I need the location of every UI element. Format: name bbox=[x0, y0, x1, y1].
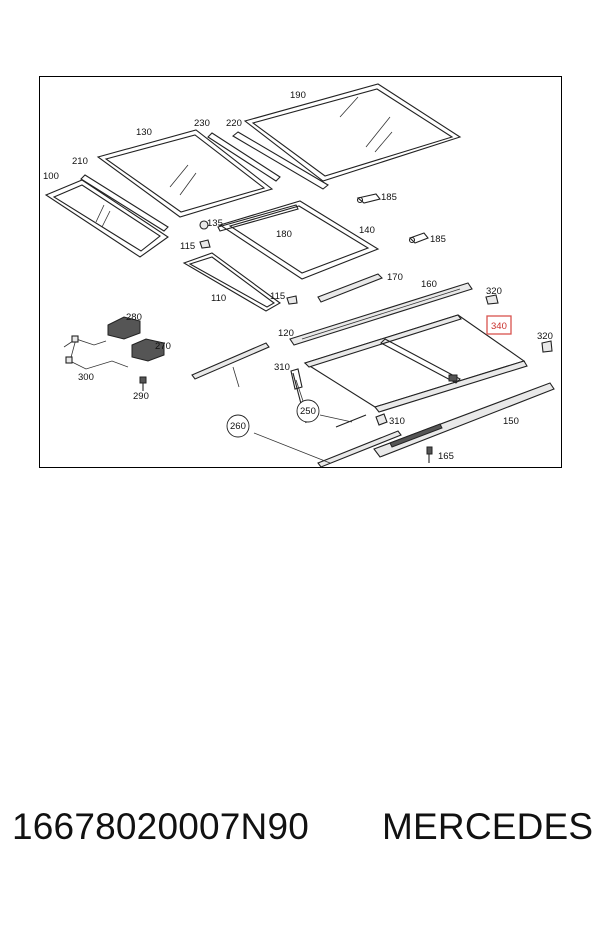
callout-100: 100 bbox=[43, 171, 59, 182]
side-rail-150 bbox=[373, 382, 555, 458]
callout-140: 140 bbox=[359, 225, 375, 236]
motor-280 bbox=[107, 316, 141, 340]
bolt-290 bbox=[139, 376, 147, 391]
callout-270: 270 bbox=[155, 341, 171, 352]
callout-130: 130 bbox=[136, 127, 152, 138]
seal-210 bbox=[80, 174, 169, 232]
clip-135 bbox=[199, 220, 209, 230]
callout-220: 220 bbox=[226, 118, 242, 129]
callout-170: 170 bbox=[387, 272, 403, 283]
screw-165 bbox=[426, 446, 433, 463]
callout-210: 210 bbox=[72, 156, 88, 167]
glass-panel-100 bbox=[44, 179, 169, 258]
callout-340: 340 bbox=[491, 321, 507, 332]
product-caption: 16678020007N90 MERCEDES bbox=[0, 806, 600, 866]
callout-230: 230 bbox=[194, 118, 210, 129]
bracket-310b bbox=[375, 413, 388, 426]
callout-280: 280 bbox=[126, 312, 142, 323]
callout-165: 165 bbox=[438, 451, 454, 462]
wiring-harness-300 bbox=[63, 335, 129, 370]
frame-110 bbox=[182, 252, 282, 312]
part-number: 16678020007N90 bbox=[12, 806, 310, 847]
callout-135: 135 bbox=[207, 218, 223, 229]
callout-120: 120 bbox=[278, 328, 294, 339]
clip-320a bbox=[485, 294, 499, 305]
cross-member-160 bbox=[289, 282, 473, 346]
callout-190: 190 bbox=[290, 90, 306, 101]
glass-panel-190 bbox=[243, 83, 462, 182]
seal-180 bbox=[217, 204, 299, 232]
bracket-310a bbox=[290, 368, 303, 390]
clip-115b bbox=[286, 295, 298, 305]
callout-160: 160 bbox=[421, 279, 437, 290]
callout-150: 150 bbox=[503, 416, 519, 427]
callout-320a: 320 bbox=[486, 286, 502, 297]
roller-blind-340 bbox=[303, 314, 528, 413]
brand-name: MERCEDES bbox=[382, 806, 594, 847]
leader-lines bbox=[232, 366, 353, 464]
hinge-185b bbox=[408, 232, 429, 244]
callout-260: 260 bbox=[230, 421, 246, 432]
seal-230 bbox=[207, 132, 281, 182]
callout-circle-260 bbox=[226, 414, 250, 438]
parts-diagram-frame: 190 130 230 220 210 100 185 135 140 180 … bbox=[39, 76, 562, 468]
callout-250: 250 bbox=[300, 406, 316, 417]
callout-circle-250 bbox=[296, 399, 320, 423]
motor-270 bbox=[131, 338, 165, 362]
parts-diagram: 190 130 230 220 210 100 185 135 140 180 … bbox=[43, 83, 555, 468]
callout-110: 110 bbox=[211, 293, 226, 304]
deflector-170 bbox=[317, 273, 383, 303]
guide-rail-260 bbox=[191, 342, 402, 468]
callout-115b: 115 bbox=[270, 291, 285, 302]
frame-140 bbox=[218, 200, 380, 280]
callout-310b: 310 bbox=[389, 416, 405, 427]
callout-300: 300 bbox=[78, 372, 94, 383]
callout-115a: 115 bbox=[180, 241, 195, 252]
clip-115a bbox=[199, 239, 211, 249]
clip-320b bbox=[541, 340, 553, 353]
callout-320b: 320 bbox=[537, 331, 553, 342]
glass-panel-130 bbox=[96, 129, 274, 218]
seal-220 bbox=[232, 131, 329, 190]
hinge-185a bbox=[356, 193, 381, 204]
callout-310a: 310 bbox=[274, 362, 290, 373]
highlight-340-box bbox=[486, 315, 512, 335]
callout-290: 290 bbox=[133, 391, 149, 402]
callout-185b: 185 bbox=[430, 234, 446, 245]
callout-180: 180 bbox=[276, 229, 292, 240]
callout-185a: 185 bbox=[381, 192, 397, 203]
